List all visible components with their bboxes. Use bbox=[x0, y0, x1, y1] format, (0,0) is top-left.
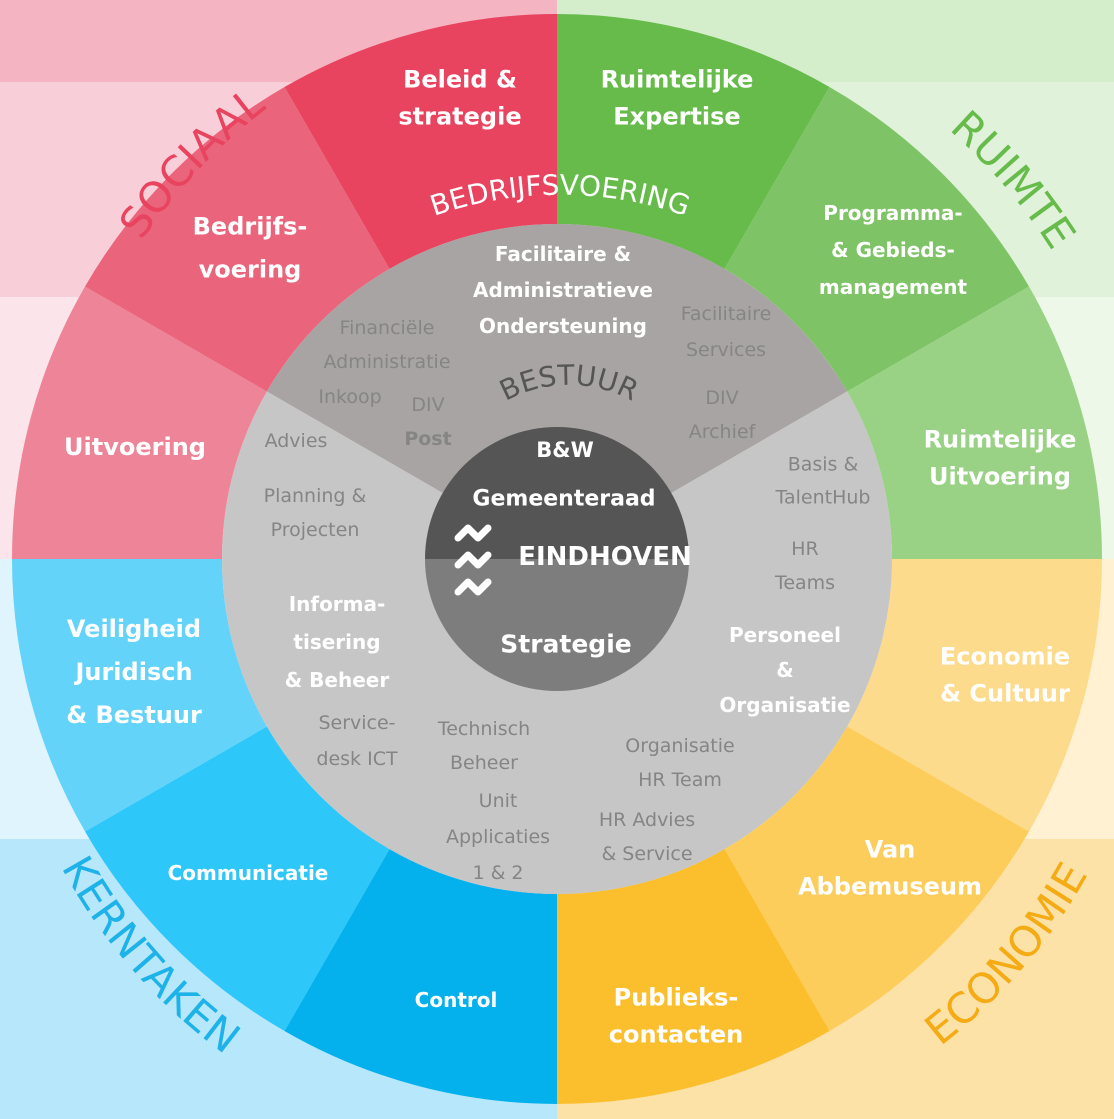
unit-label-facilitaire-line-3: Ondersteuning bbox=[479, 314, 647, 338]
outer-ring bbox=[11, 14, 1102, 1104]
subunit-label-organisatie-hr-line-2: HR Team bbox=[638, 769, 722, 791]
segment-label-publiekscontacten-line-2: contacten bbox=[609, 1021, 744, 1049]
unit-label-informatisering-line-3: & Beheer bbox=[285, 668, 390, 692]
center-label-strategie: Strategie bbox=[500, 630, 631, 659]
segment-communicatie bbox=[85, 726, 390, 1031]
subunit-label-financiele-line-2: Administratie bbox=[323, 351, 450, 373]
subunit-label-financiele-line-1: Financiële bbox=[340, 317, 435, 339]
segment-label-beleid-line-2: strategie bbox=[398, 103, 521, 131]
subunit-label-facilitaire-services-line-1: Facilitaire bbox=[681, 303, 772, 325]
segment-label-veiligheid-line-2: Juridisch bbox=[73, 658, 192, 686]
segment-uitvoering bbox=[12, 286, 267, 559]
center-top-half bbox=[425, 427, 689, 559]
unit-label-facilitaire-line-1: Facilitaire & bbox=[495, 242, 631, 266]
segment-economie-cultuur bbox=[847, 559, 1102, 832]
unit-label-facilitaire-line-2: Administratieve bbox=[473, 278, 653, 302]
segment-label-control-line-1: Control bbox=[415, 988, 498, 1012]
segment-label-ruimtelijke-uitvoering-line-1: Ruimtelijke bbox=[924, 426, 1077, 454]
labels: SOCIAAL RUIMTE KERNTAKEN ECONOMIE BEDRIJ… bbox=[52, 66, 1097, 1063]
segment-programma bbox=[724, 87, 1029, 392]
subunit-label-organisatie-hr-line-1: Organisatie bbox=[625, 735, 734, 757]
segment-label-van-abbemuseum-line-1: Van bbox=[865, 836, 916, 864]
subunit-label-div-post-line-2: Post bbox=[404, 428, 451, 450]
unit-sector-facilitaire bbox=[266, 224, 848, 559]
segment-label-beleid-line-1: Beleid & bbox=[403, 66, 517, 94]
subunit-label-advies-line-1: Advies bbox=[265, 430, 328, 452]
segment-beleid bbox=[284, 14, 557, 269]
subunit-label-planning-line-1: Planning & bbox=[264, 485, 367, 507]
segment-label-economie-cultuur-line-2: & Cultuur bbox=[940, 680, 1070, 708]
logo-wave-2 bbox=[454, 551, 492, 569]
subunit-label-unit-applicaties-line-1: Unit bbox=[479, 790, 518, 812]
subunit-label-technisch-line-1: Technisch bbox=[437, 718, 530, 740]
subunit-label-hr-teams-line-2: Teams bbox=[774, 572, 835, 594]
subunit-label-hr-advies-line-2: & Service bbox=[601, 843, 692, 865]
logo-wave-3 bbox=[454, 578, 492, 596]
unit-label-personeel-line-2: & bbox=[776, 658, 793, 682]
center-label-gemeenteraad: Gemeenteraad bbox=[472, 487, 655, 512]
segment-label-programma-line-1: Programma- bbox=[823, 201, 962, 225]
segment-ruimtelijke-uitvoering bbox=[847, 286, 1102, 559]
segment-control bbox=[284, 849, 557, 1104]
segment-label-communicatie-line-1: Communicatie bbox=[168, 861, 329, 885]
segment-label-ruimtelijke-uitvoering-line-2: Uitvoering bbox=[929, 463, 1071, 491]
segment-label-economie-cultuur-line-1: Economie bbox=[940, 643, 1070, 671]
unit-label-personeel-line-3: Organisatie bbox=[719, 693, 850, 717]
subunit-label-technisch-line-2: Beheer bbox=[450, 752, 518, 774]
segment-publiekscontacten bbox=[557, 849, 830, 1104]
center-disc bbox=[425, 427, 689, 691]
segment-label-programma-line-3: management bbox=[819, 275, 968, 299]
center-label-bw: B&W bbox=[536, 438, 593, 462]
segment-label-ruimtelijke-expertise-line-2: Expertise bbox=[613, 103, 740, 131]
unit-label-informatisering-line-2: tisering bbox=[293, 630, 380, 654]
unit-label-informatisering-line-1: Informa- bbox=[289, 592, 386, 616]
segment-label-ruimtelijke-expertise-line-1: Ruimtelijke bbox=[601, 66, 754, 94]
segment-label-publiekscontacten-line-1: Publieks- bbox=[614, 984, 739, 1012]
eindhoven-logo-icon bbox=[454, 524, 492, 596]
segment-veiligheid bbox=[11, 559, 267, 832]
segment-label-van-abbemuseum-line-2: Abbemuseum bbox=[798, 873, 982, 901]
subunit-label-basis-line-1: Basis & bbox=[788, 454, 859, 476]
center-label-city: EINDHOVEN bbox=[518, 542, 692, 572]
segment-label-uitvoering-line-1: Uitvoering bbox=[64, 433, 206, 461]
subunit-label-servicedesk-line-2: desk ICT bbox=[316, 748, 398, 770]
subunit-label-hr-teams-line-1: HR bbox=[791, 538, 819, 560]
subunit-label-div-archief-line-2: Archief bbox=[689, 421, 757, 443]
subunit-label-div-post-line-1: DIV bbox=[411, 394, 444, 416]
logo-wave-1 bbox=[454, 524, 492, 542]
subunit-label-div-archief-line-1: DIV bbox=[705, 387, 738, 409]
subunit-label-inkoop-line-1: Inkoop bbox=[318, 386, 381, 408]
center-bottom-half bbox=[425, 559, 689, 691]
segment-ruimtelijke-expertise bbox=[557, 14, 830, 269]
subunit-label-facilitaire-services-line-2: Services bbox=[686, 339, 766, 361]
subunit-label-planning-line-2: Projecten bbox=[271, 519, 360, 541]
unit-label-personeel-line-1: Personeel bbox=[729, 623, 841, 647]
segment-label-veiligheid-line-3: & Bestuur bbox=[66, 701, 202, 729]
subunit-label-basis-line-2: TalentHub bbox=[775, 487, 871, 509]
segment-label-veiligheid-line-1: Veiligheid bbox=[67, 615, 201, 643]
subunit-label-servicedesk-line-1: Service- bbox=[318, 712, 395, 734]
segment-label-bedrijfsvoering-line-2: voering bbox=[199, 256, 302, 284]
segment-bedrijfsvoering bbox=[85, 87, 390, 392]
segment-van-abbemuseum bbox=[724, 726, 1029, 1031]
subunit-label-unit-applicaties-line-3: 1 & 2 bbox=[472, 862, 523, 884]
subunit-label-unit-applicaties-line-2: Applicaties bbox=[446, 826, 550, 848]
segment-label-bedrijfsvoering-line-1: Bedrijfs- bbox=[193, 213, 308, 241]
subunit-label-hr-advies-line-1: HR Advies bbox=[599, 809, 695, 831]
segment-label-programma-line-2: & Gebieds- bbox=[831, 238, 955, 262]
